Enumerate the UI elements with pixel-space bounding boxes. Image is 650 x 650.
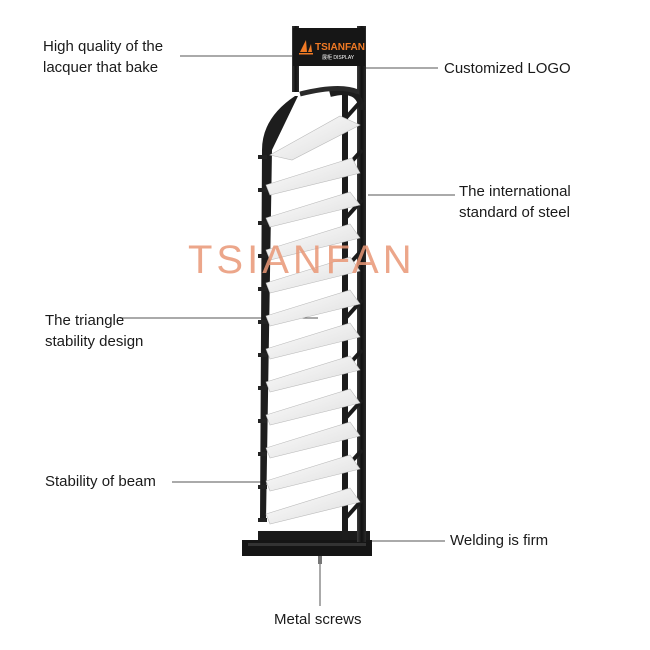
- callout-welding: Welding is firm: [450, 530, 548, 551]
- rack-post-right: [357, 26, 366, 542]
- shelf-panel: [265, 487, 361, 525]
- shelf-panel: [265, 289, 361, 327]
- rack-base: [242, 540, 372, 556]
- brand-watermark: TSIANFAN: [188, 238, 416, 282]
- shelf-panel: [265, 355, 361, 393]
- shelf-panel: [265, 223, 361, 261]
- callout-triangle-line2: stability design: [45, 333, 144, 350]
- shelf-panel: [265, 322, 361, 360]
- sail-logo-icon: [299, 40, 313, 55]
- callout-logo: Customized LOGO: [444, 58, 571, 79]
- shelf-panel: [265, 157, 361, 196]
- callout-welding-line1: Welding is firm: [450, 532, 549, 549]
- callout-triangle: The triangle stability design: [45, 310, 143, 352]
- callout-beam-line1: Stability of beam: [45, 473, 156, 490]
- shelf-panel: [265, 256, 361, 294]
- rack-shelves: [258, 115, 361, 525]
- callout-steel-line1: The international: [459, 183, 571, 200]
- logo-sub-text: 展柜 DISPLAY: [322, 54, 355, 61]
- rack-post-inner: [342, 88, 348, 540]
- callout-lacquer-line1: High quality of the: [43, 38, 164, 55]
- shelf-panel: [265, 191, 361, 228]
- shelf-panel: [265, 454, 361, 492]
- metal-screw: [318, 556, 322, 564]
- callout-steel-line2: standard of steel: [459, 204, 570, 221]
- callout-lacquer: High quality of the lacquer that bake: [43, 36, 163, 78]
- shelf-panel: [265, 421, 361, 459]
- callout-screws: Metal screws: [274, 609, 362, 630]
- callout-screws-line1: Metal screws: [274, 611, 362, 628]
- rack-front-rail: [260, 96, 298, 520]
- logo-board: TSIANFAN 展柜 DISPLAY: [293, 28, 365, 66]
- shelf-panel: [265, 388, 361, 426]
- logo-brand-text: TSIANFAN: [315, 42, 365, 53]
- callout-beam: Stability of beam: [45, 471, 156, 492]
- callout-leaders: [120, 55, 455, 606]
- callout-triangle-line1: The triangle: [45, 312, 125, 329]
- callout-steel: The international standard of steel: [459, 181, 571, 223]
- rack-base-back: [258, 531, 370, 540]
- callout-logo-line1: Customized LOGO: [444, 60, 571, 77]
- shelf-panel: [269, 115, 361, 161]
- callout-lacquer-line2: lacquer that bake: [43, 59, 159, 76]
